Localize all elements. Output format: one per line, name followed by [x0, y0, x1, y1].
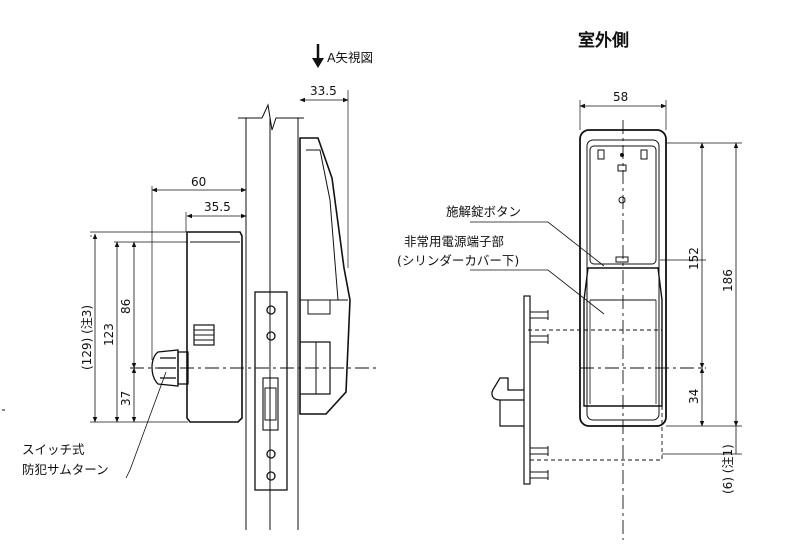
- callout-terminal-line2: (シリンダーカバー下): [397, 253, 519, 268]
- view-label: A矢視図: [327, 50, 373, 65]
- leader-button: [470, 221, 605, 267]
- dim-37: 37: [119, 391, 133, 406]
- callout-thumb-turn-line2: 防犯サムターン: [22, 462, 109, 477]
- callout-leader: [125, 371, 167, 479]
- callout-button: 施解錠ボタン: [446, 204, 521, 219]
- break-symbol: [238, 103, 304, 131]
- dim-186: 186: [721, 269, 735, 292]
- dim-60: 60: [191, 175, 206, 189]
- hook: [491, 377, 524, 401]
- outdoor-unit-profile: [299, 137, 351, 415]
- dim-152: 152: [687, 247, 701, 270]
- strike-plate: [254, 291, 288, 491]
- dim-86: 86: [119, 299, 133, 314]
- right-title: 室外側: [578, 30, 629, 51]
- callout-terminal-line1: 非常用電源端子部: [404, 234, 504, 249]
- dim-35-5: 35.5: [204, 200, 231, 214]
- dim-6-note1: (6) (注1): [720, 444, 735, 494]
- dim-129-note3: (129) (注3): [79, 305, 94, 370]
- dim-58: 58: [613, 90, 628, 104]
- dim-34: 34: [687, 389, 701, 404]
- front-view: [470, 100, 742, 540]
- callout-thumb-turn-line1: スイッチ式: [22, 442, 85, 457]
- hidden-bracket: [528, 329, 663, 461]
- mounting-screws: [530, 310, 549, 480]
- side-view: [90, 44, 378, 530]
- dim-33-5: 33.5: [310, 84, 337, 98]
- indoor-unit: [186, 231, 243, 423]
- dim-123: 123: [102, 323, 116, 346]
- leader-terminal: [470, 269, 605, 315]
- view-arrow-icon: [312, 44, 324, 68]
